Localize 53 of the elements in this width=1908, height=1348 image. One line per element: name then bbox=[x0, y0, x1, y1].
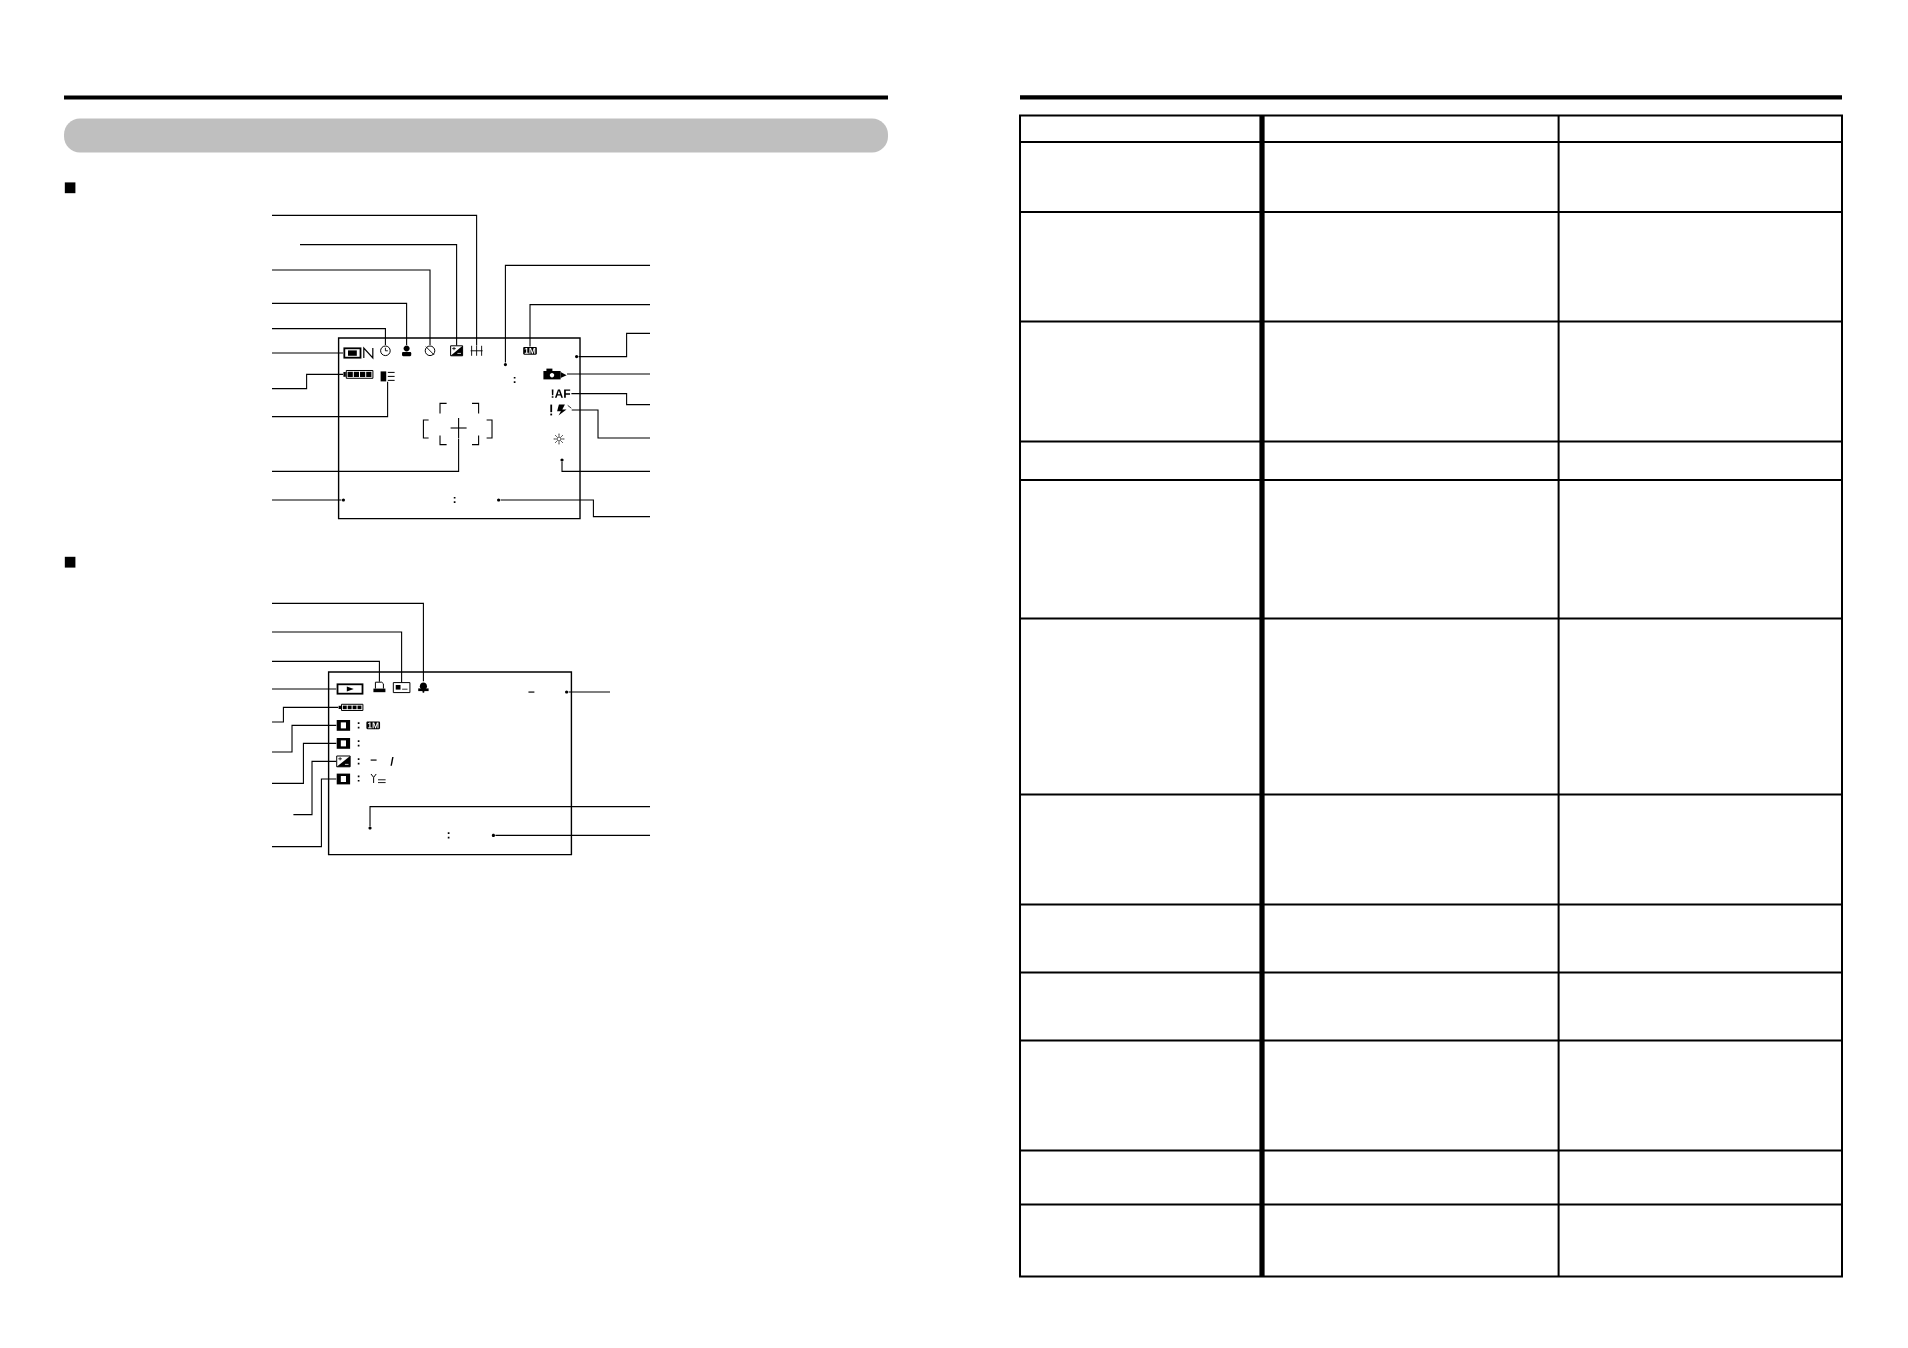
printer-icon bbox=[373, 681, 386, 693]
leader-line bbox=[271, 724, 337, 753]
flash-icon bbox=[550, 404, 572, 416]
battery-icon bbox=[338, 703, 364, 711]
clock-icon bbox=[424, 345, 436, 357]
face-icon bbox=[402, 345, 412, 357]
leader-line bbox=[500, 499, 651, 518]
leader-line bbox=[494, 834, 651, 836]
leader-line bbox=[271, 381, 389, 418]
square-icon bbox=[336, 738, 351, 749]
leader-line bbox=[271, 437, 460, 472]
print-order-icon bbox=[392, 682, 411, 694]
leader-line bbox=[578, 332, 651, 358]
leader-line bbox=[271, 499, 342, 501]
timer-icon bbox=[380, 345, 391, 357]
leader-line bbox=[271, 706, 339, 723]
leader-line bbox=[271, 214, 478, 346]
playback-icon bbox=[336, 683, 364, 695]
leader-line bbox=[271, 328, 386, 346]
leader-line bbox=[271, 742, 337, 784]
leader-line bbox=[369, 806, 651, 827]
grid-icon bbox=[470, 345, 484, 357]
exposure-icon bbox=[336, 755, 351, 768]
focus-cross bbox=[450, 417, 468, 439]
leader-line bbox=[561, 461, 651, 472]
lcd-screen bbox=[337, 337, 581, 520]
leader-line bbox=[271, 352, 344, 354]
battery-icon bbox=[343, 370, 374, 379]
heading-bar bbox=[64, 118, 888, 153]
leader-line bbox=[568, 691, 611, 693]
leader-line bbox=[566, 373, 651, 375]
leader-line bbox=[570, 393, 651, 406]
lcd-screen bbox=[327, 671, 573, 856]
leader-line bbox=[529, 304, 651, 348]
camera-icon bbox=[543, 368, 567, 380]
quality-icon bbox=[380, 371, 396, 382]
leader-line bbox=[504, 264, 651, 364]
leader-line bbox=[292, 760, 337, 816]
camera-mode-icon bbox=[343, 346, 374, 360]
leader-line bbox=[271, 373, 344, 390]
square-icon bbox=[336, 720, 351, 731]
leader-line bbox=[271, 269, 431, 346]
square-icon bbox=[336, 773, 351, 785]
leader-line bbox=[271, 688, 337, 690]
leader-line bbox=[271, 602, 424, 682]
leader-line bbox=[299, 244, 458, 346]
leader-line bbox=[571, 409, 651, 439]
leader-line bbox=[271, 660, 380, 683]
leader-line bbox=[271, 631, 403, 683]
leader-line bbox=[271, 778, 337, 848]
bell-icon bbox=[418, 682, 429, 693]
exposure-icon bbox=[450, 345, 464, 357]
leader-line bbox=[271, 302, 408, 346]
